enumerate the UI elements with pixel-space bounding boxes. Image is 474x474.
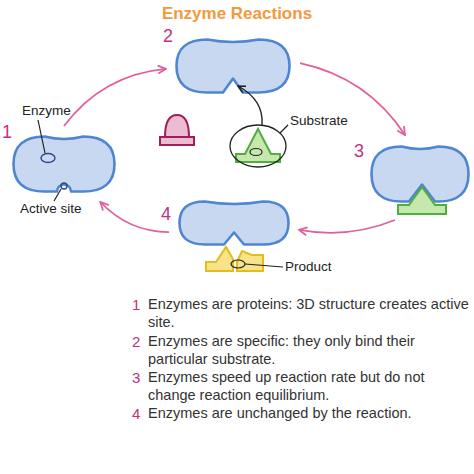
step-number: 4 (161, 204, 171, 224)
cycle-arrow (64, 69, 166, 126)
enzyme-body (180, 202, 289, 245)
substrate-shape (236, 129, 280, 162)
step-number: 2 (163, 26, 173, 46)
other-substrate-base (160, 137, 194, 145)
list-number: 4 (132, 405, 140, 422)
part-label: Enzyme (22, 103, 71, 119)
enzyme-outline (12, 135, 116, 193)
list-text: Enzymes are unchanged by the reaction. (148, 405, 470, 423)
part-label: Active site (20, 201, 82, 217)
diagram-title: Enzyme Reactions (0, 4, 474, 24)
step-number: 1 (2, 122, 12, 142)
substrate-marker (250, 149, 262, 156)
leader-line (245, 264, 283, 267)
list-number: 1 (132, 296, 140, 313)
leader-line (280, 125, 288, 133)
enzyme-outline (175, 38, 291, 94)
enzyme-shape: 1 (12, 135, 116, 193)
enzyme-body (177, 40, 290, 93)
cycle-arrow (100, 202, 169, 232)
product-piece (206, 247, 233, 271)
list-number: 2 (132, 333, 140, 350)
enzyme-shape: 4 (178, 200, 290, 246)
part-label: Product (285, 259, 332, 275)
step-number: 3 (354, 141, 364, 161)
other-substrate (165, 115, 189, 137)
list-text: Enzymes speed up reaction rate but do no… (148, 369, 470, 404)
enzyme-body (372, 147, 469, 202)
list-number: 3 (132, 369, 140, 386)
part-label: Substrate (290, 113, 348, 129)
enzyme-shape: 2 (175, 38, 291, 94)
cycle-arrow (299, 220, 395, 233)
enzyme-outline (178, 200, 290, 246)
list-text: Enzymes are specific: they only bind the… (148, 333, 470, 368)
enzyme-body (14, 137, 115, 192)
list-text: Enzymes are proteins: 3D structure creat… (148, 296, 470, 331)
product-marker (231, 260, 245, 268)
substrate-ring (230, 125, 286, 167)
